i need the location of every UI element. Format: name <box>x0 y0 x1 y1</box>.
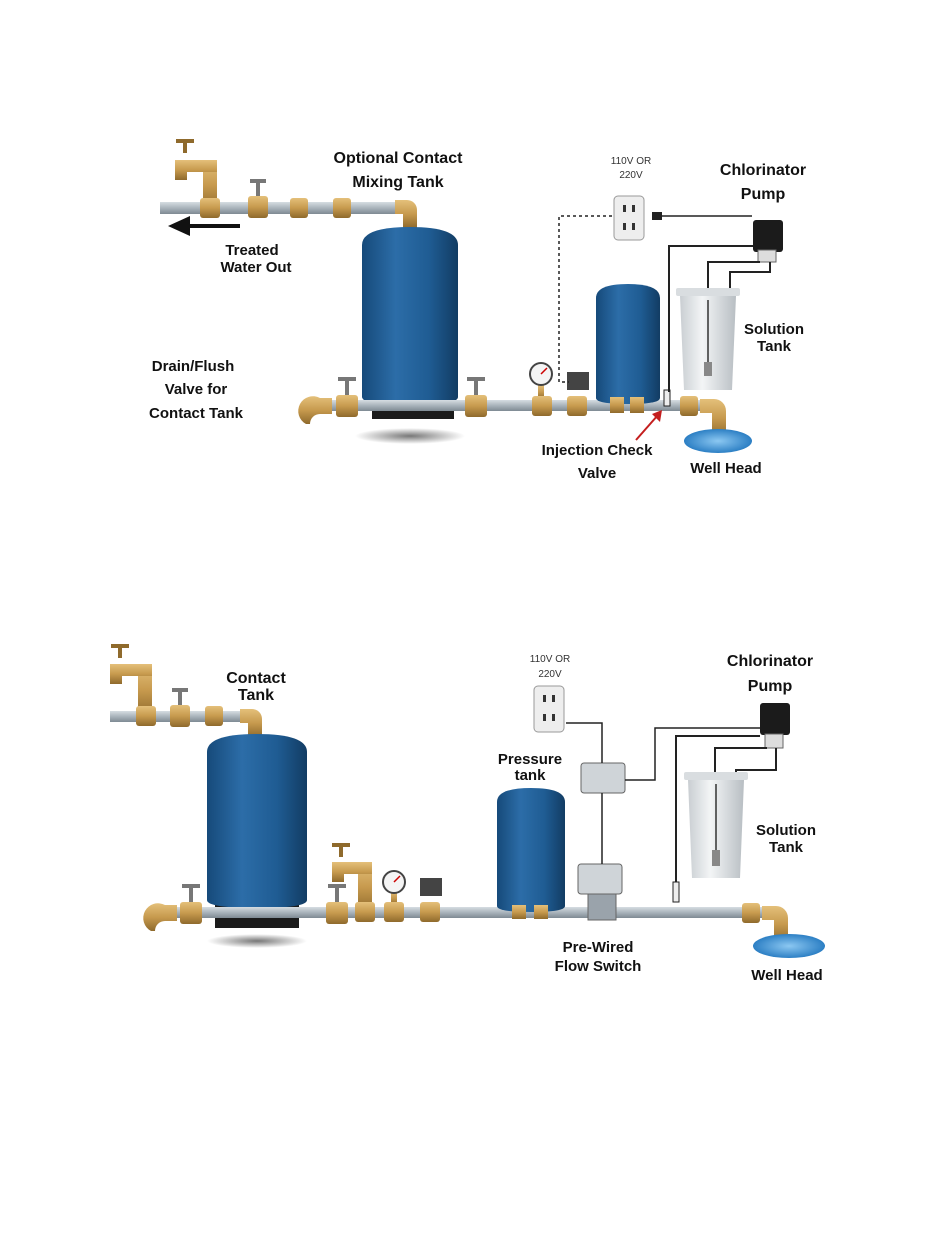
label-solution-tank: Tank <box>769 839 804 856</box>
label-tank: Tank <box>238 687 274 704</box>
label-voltage-220: 220V <box>538 669 562 680</box>
pipe-fitting <box>136 706 156 726</box>
pressure-gauge-icon <box>530 363 552 416</box>
wire <box>566 723 602 763</box>
label-pump: Pump <box>741 186 786 203</box>
label-contact: Contact <box>226 670 286 687</box>
chlorinator-pump-icon <box>753 220 783 262</box>
label-solution: Solution <box>756 822 816 839</box>
label-well-head: Well Head <box>751 967 822 984</box>
pressure-tank <box>596 284 660 413</box>
label-pump: Pump <box>748 678 793 695</box>
label-valve: Valve <box>578 465 616 482</box>
solution-tank <box>684 772 748 878</box>
label-voltage: 110V OR <box>530 654 570 665</box>
label-tank: Tank <box>757 338 792 355</box>
label-solution: Solution <box>744 321 804 338</box>
label-pre-wired: Pre-Wired <box>563 939 634 956</box>
flow-arrow-icon <box>168 216 240 236</box>
treated-water-pipe <box>160 202 410 214</box>
valve-icon <box>180 884 202 924</box>
pipe-fitting <box>200 198 220 218</box>
pressure-switch-icon <box>567 372 589 416</box>
well-head-water <box>753 934 825 958</box>
chlorinator-pump-icon <box>760 703 790 748</box>
drain-elbow <box>298 396 332 424</box>
drain-elbow <box>143 903 177 931</box>
injection-check-valve <box>664 390 670 406</box>
label-flow-switch: Flow Switch <box>555 958 642 975</box>
label-chlorinator: Chlorinator <box>727 653 813 670</box>
well-head-water <box>684 429 752 453</box>
pressure-switch-icon <box>420 878 442 922</box>
solution-tank <box>676 288 740 390</box>
diagram-1: Optional Contact Mixing Tank Treated Wat… <box>149 139 806 482</box>
power-outlet-icon <box>614 196 644 240</box>
label-pressure-tank: tank <box>515 767 547 784</box>
valve-icon <box>326 884 348 924</box>
label-injection-check: Injection Check <box>542 442 654 459</box>
pipe-fitting <box>680 396 698 416</box>
label-well-head: Well Head <box>690 460 761 477</box>
pipe-fitting <box>290 198 308 218</box>
plug-icon <box>652 212 662 220</box>
drain-valve-icon <box>336 377 358 417</box>
faucet-icon <box>110 644 152 716</box>
pointer-arrow-icon <box>636 410 662 440</box>
label-voltage: 110V OR <box>611 156 651 167</box>
label-mixing-tank: Mixing Tank <box>352 174 443 191</box>
diagram-2: Contact Tank 110V OR 220V Pressure tank … <box>110 644 825 984</box>
controller-box-icon <box>581 763 625 793</box>
label-drain-flush: Drain/Flush <box>152 358 235 375</box>
pressure-tank <box>497 788 565 919</box>
label-contact-tank: Contact Tank <box>149 405 244 422</box>
label-optional-contact: Optional Contact <box>334 150 464 167</box>
pipe-elbow <box>240 709 262 737</box>
power-outlet-icon <box>534 686 564 732</box>
main-supply-pipe <box>160 907 780 918</box>
valve-icon <box>465 377 487 417</box>
pipe-fitting <box>205 706 223 726</box>
pressure-gauge-icon <box>383 871 405 922</box>
suction-tube <box>715 748 767 776</box>
label-water-out: Water Out <box>220 259 291 276</box>
mixing-tank <box>355 227 465 444</box>
label-valve-for: Valve for <box>165 381 228 398</box>
pipe-elbow <box>395 200 417 228</box>
label-chlorinator: Chlorinator <box>720 162 806 179</box>
valve-icon <box>170 688 190 727</box>
label-voltage-220: 220V <box>619 170 643 181</box>
label-pressure: Pressure <box>498 751 562 768</box>
valve-icon <box>248 179 268 218</box>
injection-check-valve <box>673 882 679 902</box>
pipe-fitting <box>333 198 351 218</box>
pipe-fitting <box>742 903 760 923</box>
label-treated: Treated <box>225 242 278 259</box>
